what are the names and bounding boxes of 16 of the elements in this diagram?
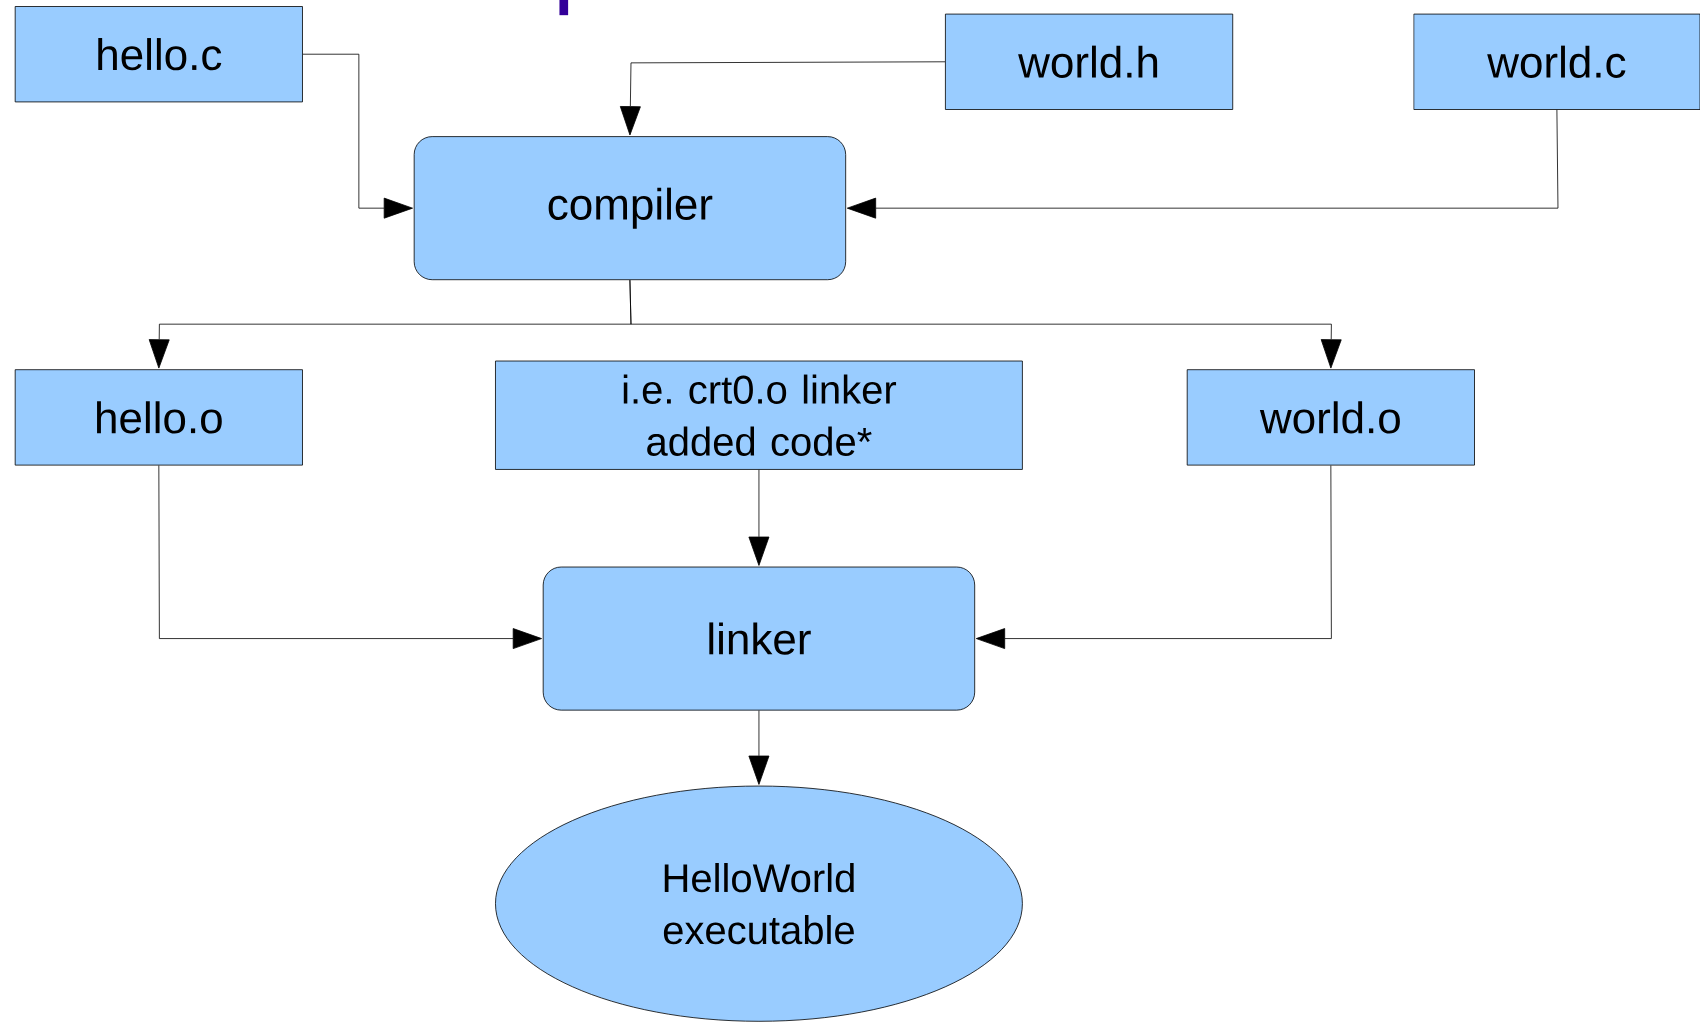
- arrow: [975, 465, 1332, 649]
- arrow: [302, 53, 413, 219]
- file-box: hello.c: [14, 6, 303, 103]
- arrow: [748, 710, 770, 785]
- process-box: linker: [542, 566, 976, 711]
- arrow: [619, 61, 946, 136]
- file-box: world.h: [945, 13, 1234, 110]
- file-box: world.o: [1186, 369, 1475, 466]
- file-box: i.e. crt0.o linker added code*: [495, 360, 1023, 470]
- file-box: world.c: [1413, 13, 1700, 110]
- arrow: [158, 465, 542, 649]
- arrow: [846, 109, 1559, 219]
- process-box: compiler: [413, 136, 847, 281]
- file-box: hello.o: [14, 369, 303, 466]
- arrow: [629, 279, 1342, 369]
- arrow: [748, 469, 770, 566]
